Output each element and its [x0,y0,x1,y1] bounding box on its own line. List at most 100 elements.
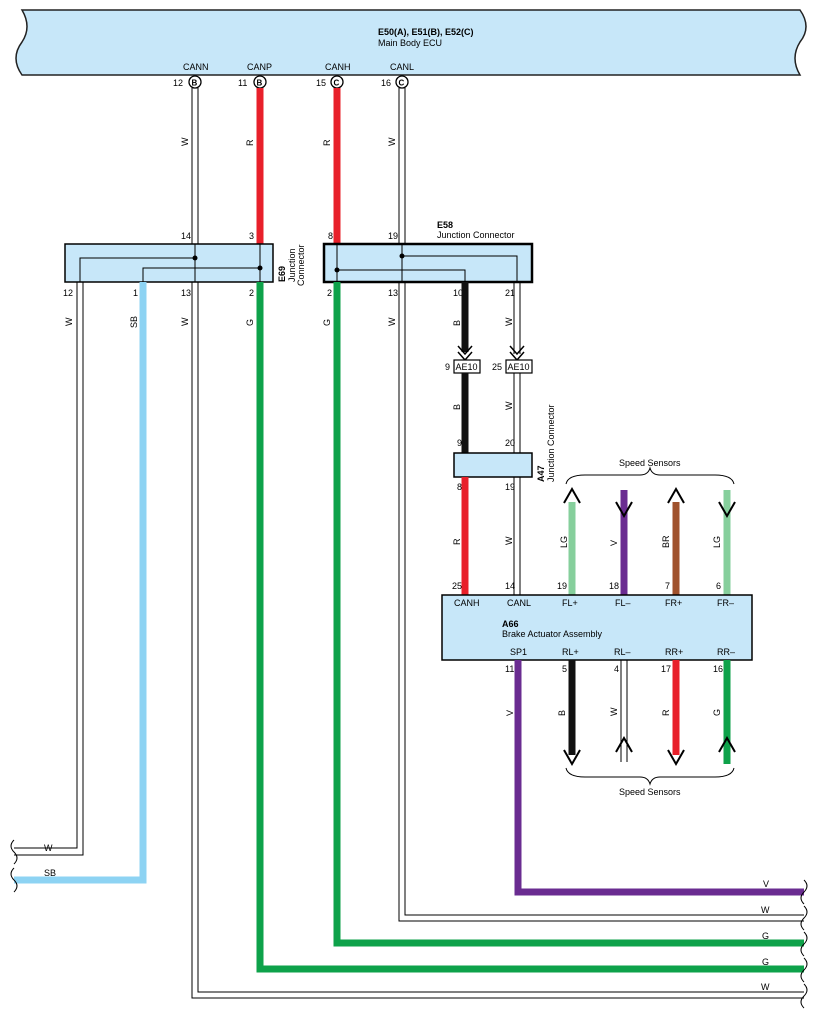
wire-cann-white [191,88,199,244]
arrow-up-icon [615,735,633,753]
a66-pin-num: 5 [562,664,567,674]
e58-pin-bottom: 21 [505,288,515,298]
wire-color-label: G [245,319,255,326]
ecu-conn-letter: C [334,79,340,88]
ecu-pin-label-canp: CANP [247,62,272,72]
arrow-down-icon [718,501,736,519]
ecu-name: Main Body ECU [378,38,442,48]
wire-e69-1-skyblue [14,282,147,884]
wire-e69-12-white [14,282,84,856]
ae10-pin: 25 [492,362,502,372]
left-break-marks [10,839,18,893]
wire-color-label: G [712,709,722,716]
a66-pin-label: RR– [717,647,735,657]
wire-color-label: W [761,905,770,915]
wire-color-label: V [609,540,619,546]
a66-pin-num: 17 [661,664,671,674]
wire-color-label: B [452,320,462,326]
a47-desc: Junction Connector [546,404,556,482]
wire-canl-white [398,88,406,244]
a66-pin-num: 19 [557,581,567,591]
a66-pin-label: FR– [717,598,734,608]
e69-desc-line2: Connector [296,244,306,286]
ecu-pin-num-12: 12 [173,78,183,88]
ecu-terminal-canp: B [253,75,267,89]
a66-pin-num: 4 [614,664,619,674]
e58-pin-bottom: 13 [388,288,398,298]
junction-connector-a47 [453,452,533,478]
a66-pin-label: RR+ [665,647,683,657]
e69-pin-bottom: 2 [249,288,254,298]
a66-name: Brake Actuator Assembly [502,629,603,639]
main-body-ecu: E50(A), E51(B), E52(C) Main Body ECU [15,9,807,76]
a66-pin-label: RL+ [562,647,579,657]
a47-pin-top: 20 [505,438,515,448]
brake-actuator-assembly-a66 [441,594,753,661]
a66-pin-num: 6 [716,581,721,591]
a66-pin-num: 11 [505,664,514,674]
a66-pin-num: 14 [505,581,515,591]
junction-connector-e69 [64,243,274,283]
wire-e69-2-green [256,282,804,973]
ecu-pin-num-16: 16 [381,78,391,88]
wire-color-label: LG [712,536,722,548]
inline-connector-ae10-w: AE10 [505,345,533,374]
ecu-pin-label-cann: CANN [183,62,209,72]
wire-color-label: R [245,139,255,146]
wire-color-label: W [761,982,770,992]
e58-pin-bottom: 10 [453,288,463,298]
wire-sp1-violet [514,660,804,896]
ecu-pin-num-15: 15 [316,78,326,88]
wire-color-label: B [557,710,567,716]
wire-color-label: SB [129,316,139,328]
ae10-pin: 9 [445,362,450,372]
ecu-terminal-canh: C [330,75,344,89]
e69-pin-bottom: 1 [133,288,138,298]
a66-pin-label: CANL [507,598,531,608]
wire-color-label: W [504,401,514,410]
ae10-label: AE10 [508,362,530,372]
speed-sensors-bottom-brace [565,767,735,786]
e58-desc: Junction Connector [437,230,515,240]
wire-e58-21-white [513,282,521,354]
e69-code: E69 [277,266,287,282]
ecu-conn-letter: B [257,79,263,88]
wire-rl-minus-white [620,660,628,762]
wire-color-label: G [762,931,769,941]
ecu-conn-letter: B [192,79,198,88]
a66-pin-num: 18 [609,581,619,591]
junction-connector-e58 [322,242,534,284]
a66-pin-num: 16 [713,664,723,674]
wire-color-label: W [64,317,74,326]
wire-color-label: B [452,404,462,410]
wire-color-label: G [322,319,332,326]
a66-pin-label: RL– [614,647,631,657]
wire-e58-2-green [333,282,804,947]
wire-color-label: R [322,139,332,146]
speed-sensors-bottom-label: Speed Sensors [619,787,681,797]
a66-pin-label: FL+ [562,598,578,608]
a47-pin-bottom: 8 [457,482,462,492]
ecu-pin-label-canh: CANH [325,62,351,72]
a66-pin-label: CANH [454,598,480,608]
ecu-conn-letter: C [399,79,405,88]
e69-pin-bottom: 12 [63,288,73,298]
a47-code: A47 [536,465,546,482]
arrow-down-icon [615,501,633,519]
ecu-terminal-cann: B [188,75,202,89]
a66-pin-num: 25 [452,581,462,591]
wire-color-label: R [661,709,671,716]
ecu-terminal-canl: C [395,75,409,89]
a66-pin-num: 7 [665,581,670,591]
arrow-down-icon [667,749,685,767]
wire-color-label: V [763,879,769,889]
e69-desc-line1: Junction [287,248,297,282]
a66-pin-label: SP1 [510,647,527,657]
ecu-pin-label-canl: CANL [390,62,414,72]
wire-color-label: R [452,538,462,545]
wire-e58-13-white [398,282,804,922]
wire-color-label: W [609,707,619,716]
ecu-pin-num-11: 11 [238,78,247,88]
arrow-up-icon [563,486,581,504]
ecu-code: E50(A), E51(B), E52(C) [378,27,474,37]
